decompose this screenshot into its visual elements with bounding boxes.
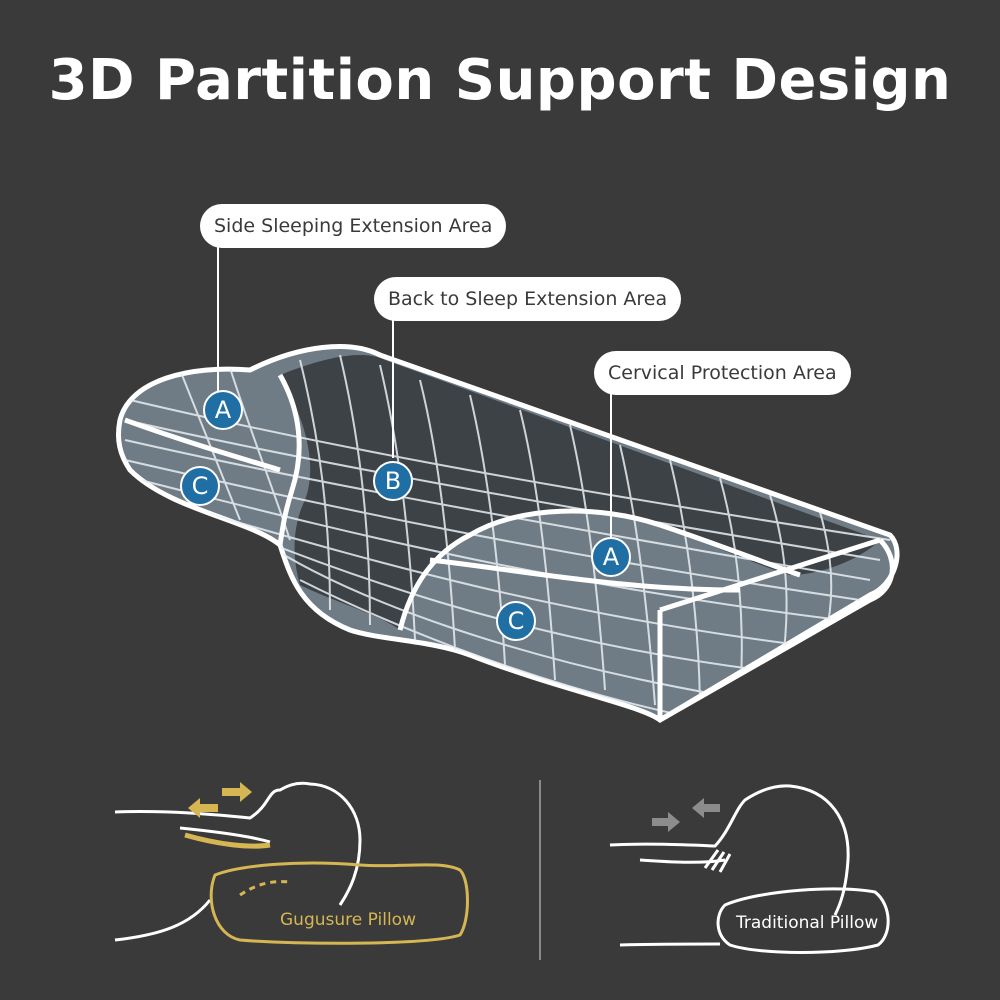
traditional-pillow-label: Traditional Pillow bbox=[736, 913, 879, 933]
badge-b-center: B bbox=[373, 461, 413, 501]
gugusure-pillow-label: Gugusure Pillow bbox=[280, 910, 416, 930]
callout-cervical-protection: Cervical Protection Area bbox=[594, 351, 851, 395]
gugusure-pillow-outline bbox=[209, 861, 469, 945]
callout-side-sleeping: Side Sleeping Extension Area bbox=[200, 204, 507, 248]
double-arrow-icon bbox=[188, 782, 252, 818]
gugusure-head-illustration bbox=[114, 781, 362, 942]
page-title: 3D Partition Support Design bbox=[48, 48, 952, 113]
traditional-head-illustration bbox=[609, 784, 850, 947]
compress-arrow-icon bbox=[652, 798, 720, 832]
callout-back-sleep: Back to Sleep Extension Area bbox=[374, 277, 682, 321]
traditional-pillow-outline bbox=[716, 887, 890, 954]
badge-a-left: A bbox=[203, 390, 243, 430]
badge-c-left: C bbox=[180, 466, 220, 506]
badge-c-right: C bbox=[496, 601, 536, 641]
badge-a-right: A bbox=[591, 537, 631, 577]
